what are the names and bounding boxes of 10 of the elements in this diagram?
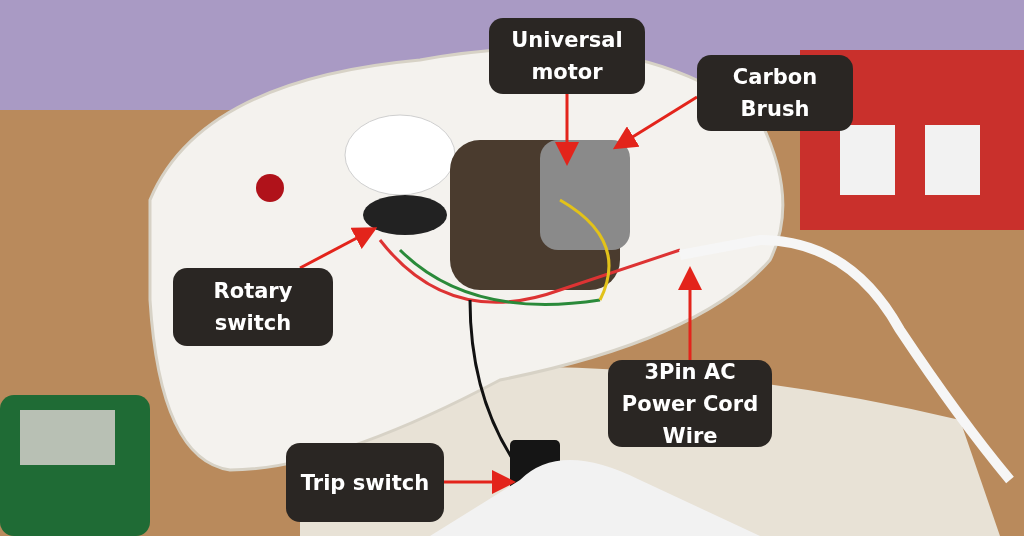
callout-label: Trip switch — [286, 443, 444, 522]
leader-arrow — [678, 266, 702, 360]
callout-label: 3Pin AC Power Cord Wire — [608, 360, 772, 447]
leader-arrow — [555, 94, 579, 166]
leader-arrow — [444, 470, 516, 494]
leader-arrow — [299, 227, 378, 270]
callout-label: Carbon Brush — [697, 55, 853, 131]
callout-label: Rotary switch — [173, 268, 333, 346]
callout-label: Universal motor — [489, 18, 645, 94]
leader-arrow — [612, 95, 698, 150]
